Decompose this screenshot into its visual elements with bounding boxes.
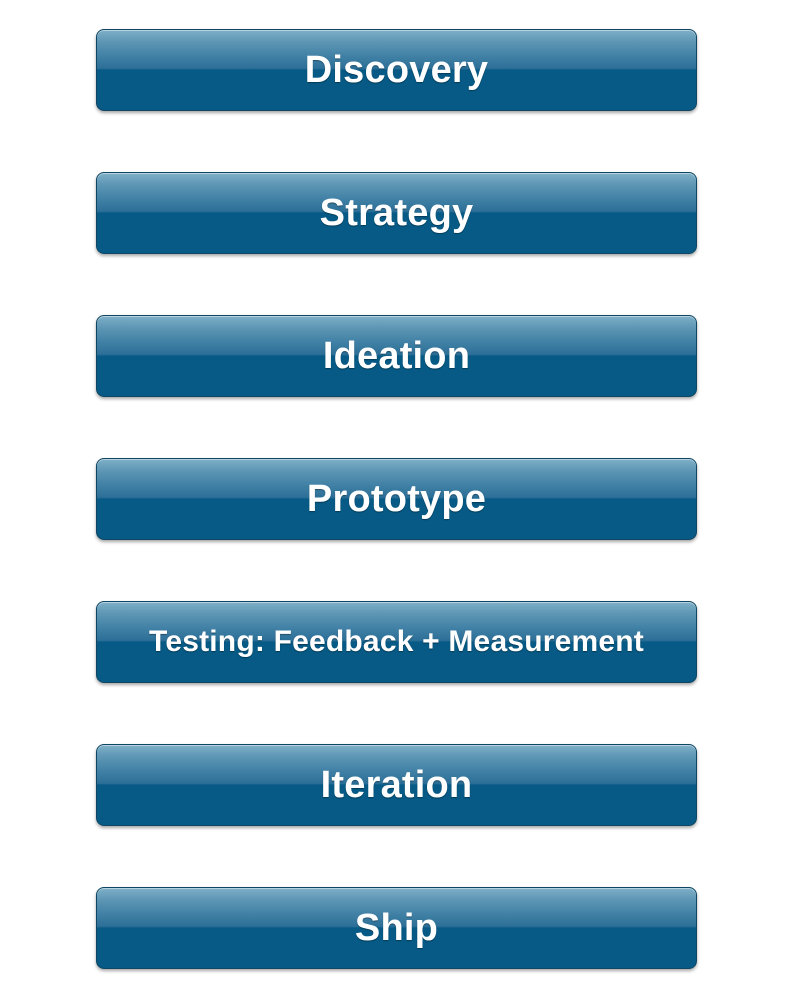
stage-label: Discovery	[304, 48, 489, 91]
stage-label: Ideation	[322, 334, 471, 377]
stage-label: Iteration	[320, 763, 473, 806]
stage-ideation: Ideation	[96, 315, 697, 397]
stage-label: Ship	[354, 906, 439, 949]
stage-ship: Ship	[96, 887, 697, 969]
stage-iteration: Iteration	[96, 744, 697, 826]
stage-label: Prototype	[306, 477, 487, 520]
stage-strategy: Strategy	[96, 172, 697, 254]
stage-prototype: Prototype	[96, 458, 697, 540]
stage-testing: Testing: Feedback + Measurement	[96, 601, 697, 683]
stage-discovery: Discovery	[96, 29, 697, 111]
stage-label: Strategy	[319, 191, 474, 234]
stage-label: Testing: Feedback + Measurement	[149, 625, 644, 658]
